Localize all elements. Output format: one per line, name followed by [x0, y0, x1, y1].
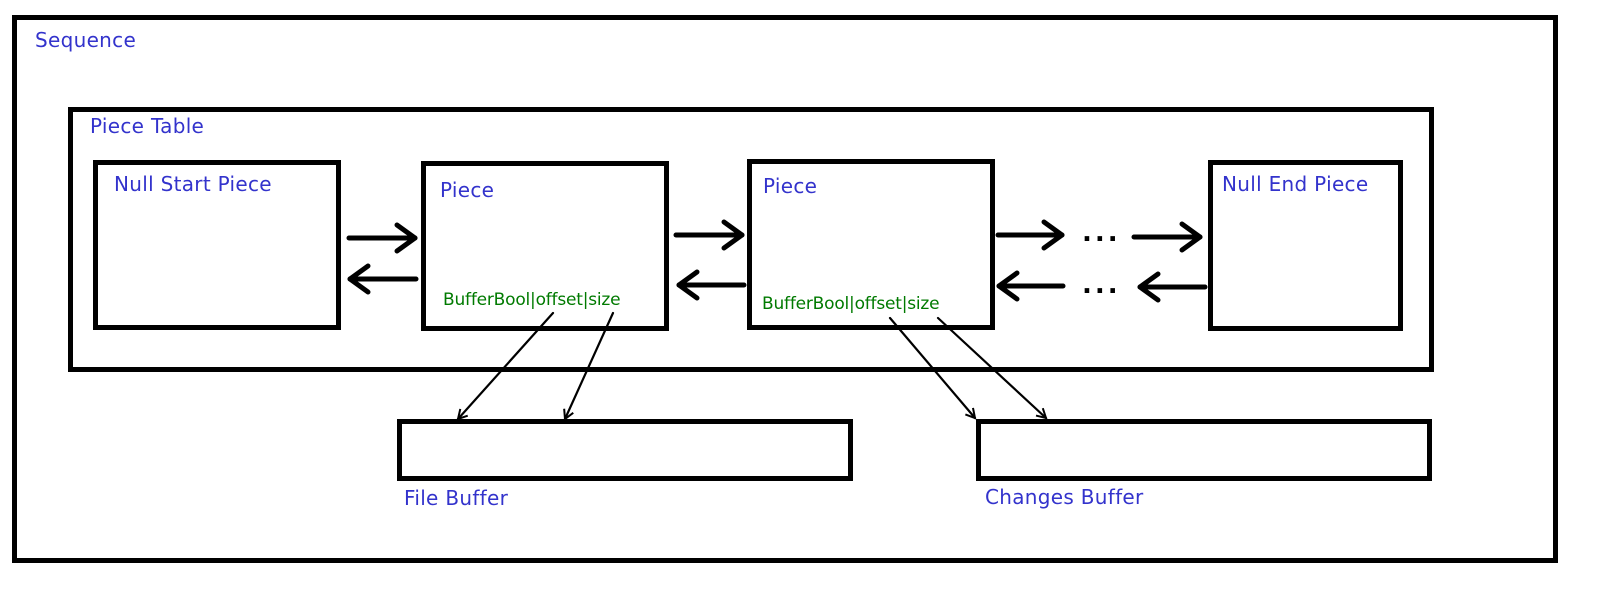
arrow-ellipsis-to-piece2 — [996, 270, 1066, 302]
null-end-piece-label: Null End Piece — [1222, 172, 1369, 196]
arrow-piece1-offset-to-file-buffer — [458, 311, 555, 419]
arrow-piece1-size-to-file-buffer — [565, 311, 615, 419]
arrow-piece2-to-piece1 — [676, 269, 747, 301]
piece-fields-1: BufferBool|offset|size — [443, 290, 621, 310]
ellipsis-forward: ... — [1082, 218, 1121, 248]
arrow-piece2-to-ellipsis — [995, 219, 1065, 251]
changes-buffer-box — [976, 419, 1432, 481]
arrow-piece1-to-start — [347, 263, 419, 295]
arrow-piece2-offset-to-changes-buffer — [888, 316, 975, 418]
piece-fields-2: BufferBool|offset|size — [762, 294, 940, 314]
arrow-piece2-size-to-changes-buffer — [936, 316, 1046, 418]
piece-box-2 — [747, 159, 995, 330]
piece-label-1: Piece — [440, 178, 495, 202]
piece-table-label: Piece Table — [90, 114, 205, 138]
ellipsis-backward: ... — [1082, 270, 1121, 300]
null-start-piece-label: Null Start Piece — [114, 172, 272, 196]
arrow-start-to-piece1 — [346, 222, 418, 254]
piece-label-2: Piece — [763, 174, 818, 198]
arrow-end-to-ellipsis — [1137, 271, 1208, 303]
arrow-piece1-to-piece2 — [673, 219, 745, 251]
null-start-piece-box — [93, 160, 341, 330]
sequence-label: Sequence — [35, 28, 137, 52]
changes-buffer-label: Changes Buffer — [985, 485, 1144, 509]
file-buffer-label: File Buffer — [404, 486, 509, 510]
file-buffer-box — [397, 419, 853, 481]
arrow-ellipsis-to-end — [1131, 221, 1203, 253]
piece-box-1 — [421, 161, 669, 331]
null-end-piece-box — [1208, 160, 1403, 331]
